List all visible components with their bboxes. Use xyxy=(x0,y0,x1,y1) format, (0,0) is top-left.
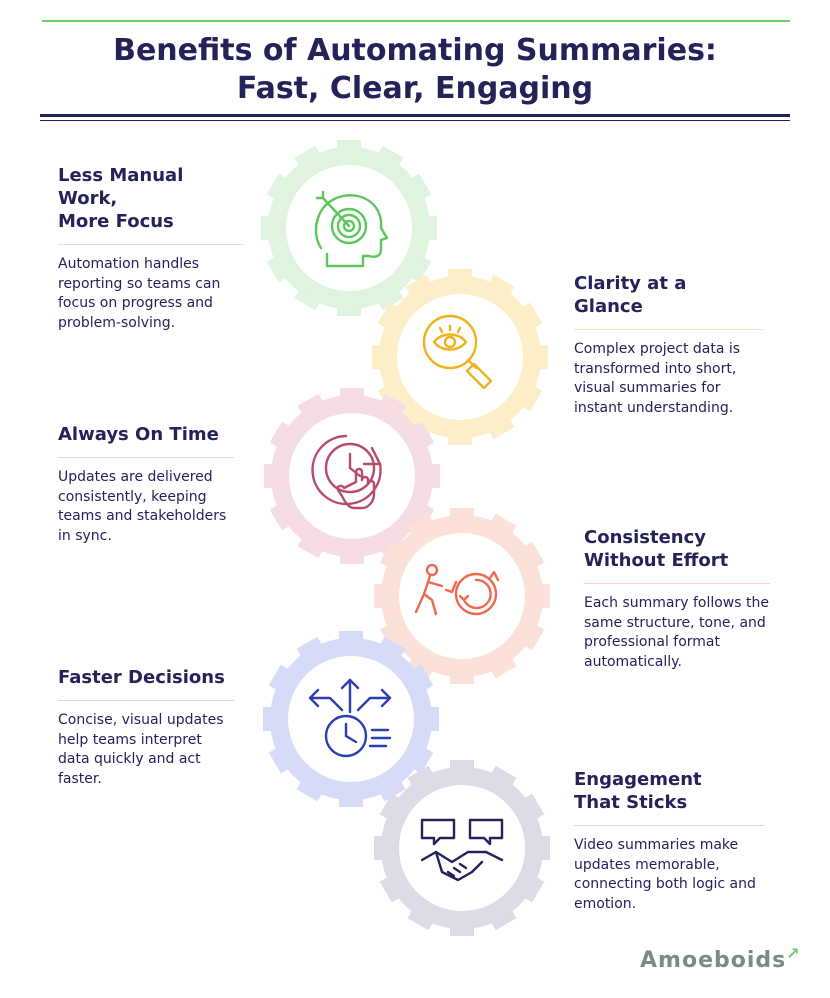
benefit-clarity-at-a-glance: Clarity at a Glance Complex project data… xyxy=(574,272,764,418)
benefit-rule xyxy=(58,457,234,458)
benefit-description: Concise, visual updates help teams inter… xyxy=(58,712,224,787)
heading-line-1: Engagement xyxy=(574,769,702,790)
pushing-cycle-icon xyxy=(414,563,500,616)
benefit-description: Each summary follows the same structure,… xyxy=(584,595,769,670)
gear-grey xyxy=(374,760,550,936)
benefit-less-manual-work: Less Manual Work, More Focus Automation … xyxy=(58,164,244,333)
gear-blue xyxy=(263,631,439,807)
heading-line-1: Consistency xyxy=(584,527,707,548)
heading-line-1: Less Manual Work, xyxy=(58,165,184,209)
benefit-heading: Consistency Without Effort xyxy=(584,526,770,572)
gear-pink xyxy=(264,388,440,564)
handshake-chat-icon xyxy=(420,818,504,882)
heading-line-2: That Sticks xyxy=(574,792,688,813)
benefit-rule xyxy=(58,244,244,245)
page-title: Benefits of Automating Summaries: Fast, … xyxy=(40,32,790,108)
benefit-description: Complex project data is transformed into… xyxy=(574,341,741,416)
benefit-heading: Always On Time xyxy=(58,423,234,446)
benefit-heading: Less Manual Work, More Focus xyxy=(58,164,244,233)
amoeboids-logo: Amoeboids↗ xyxy=(640,944,801,973)
heading-line-2: More Focus xyxy=(58,211,174,232)
title-line-2: Fast, Clear, Engaging xyxy=(236,71,594,106)
benefit-description: Updates are delivered consistently, keep… xyxy=(58,469,227,544)
benefit-heading: Clarity at a Glance xyxy=(574,272,764,318)
benefit-heading: Faster Decisions xyxy=(58,666,234,689)
benefit-always-on-time: Always On Time Updates are delivered con… xyxy=(58,423,234,546)
benefit-heading: Engagement That Sticks xyxy=(574,768,764,814)
clock-hand-icon xyxy=(311,434,382,510)
benefit-rule xyxy=(574,825,764,826)
target-head-icon xyxy=(314,190,389,268)
heading-line-2: Glance xyxy=(574,296,643,317)
heading-line-2: Without Effort xyxy=(584,550,729,571)
benefit-description: Automation handles reporting so teams ca… xyxy=(58,256,221,331)
top-accent-line xyxy=(42,20,790,22)
title-divider xyxy=(40,114,790,117)
benefit-consistency-without-effort: Consistency Without Effort Each summary … xyxy=(584,526,770,672)
heading-line-1: Faster Decisions xyxy=(58,667,225,688)
benefit-rule xyxy=(58,700,234,701)
heading-line-1: Always On Time xyxy=(58,424,219,445)
benefit-engagement-that-sticks: Engagement That Sticks Video summaries m… xyxy=(574,768,764,914)
stopwatch-arrows-icon xyxy=(308,678,392,758)
title-line-1: Benefits of Automating Summaries: xyxy=(113,33,717,68)
heading-line-1: Clarity at a xyxy=(574,273,687,294)
leaf-icon: ↗ xyxy=(786,944,801,963)
benefit-rule xyxy=(584,583,770,584)
brand-name: Amoeboids xyxy=(640,948,787,973)
benefit-faster-decisions: Faster Decisions Concise, visual updates… xyxy=(58,666,234,789)
benefit-description: Video summaries make updates memorable, … xyxy=(574,837,756,912)
eye-magnifier-icon xyxy=(422,314,493,390)
benefit-rule xyxy=(574,329,764,330)
title-divider-thin xyxy=(40,120,790,121)
